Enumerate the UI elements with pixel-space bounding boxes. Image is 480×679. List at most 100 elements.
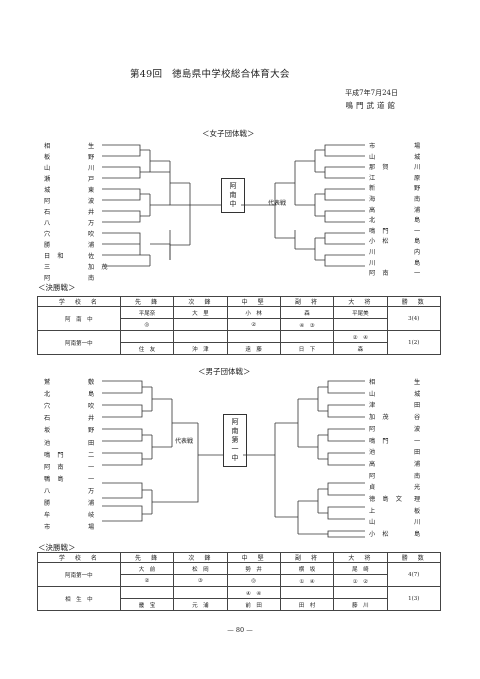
bracket-line — [171, 399, 198, 447]
bracket-line — [102, 166, 150, 179]
player-name: 元 浦 — [173, 598, 228, 611]
girls-champion-box: 阿 南 中 — [221, 178, 245, 213]
team-name-part: 相 — [44, 143, 51, 150]
event-venue: 鳴門武道館 — [345, 101, 398, 110]
team-name-part: 池 — [44, 439, 51, 447]
team-name-part: 鴨 島 — [44, 475, 65, 483]
team-name-part: 勝 — [44, 500, 51, 507]
girls-final-table: 学 校 名先 鋒次 鋒中 堅副 将大 将勝 数阿 南 中平尾奈大 里小 林森平尾… — [37, 296, 442, 355]
win-count: 1(2) — [386, 330, 442, 355]
win-count: 1(3) — [386, 586, 442, 611]
team-name-part: 川 — [369, 249, 376, 256]
team-name-part: 島 — [414, 217, 421, 225]
team-name-part: 浦 — [414, 460, 421, 468]
team-name-part: 佐 — [88, 253, 95, 260]
team-name-part: 波 — [88, 198, 95, 205]
team-name-part: 南 — [414, 196, 421, 203]
team-name-part: 南 — [88, 275, 95, 282]
bracket-line — [102, 505, 152, 522]
girls-rep-label: 代表戦 — [268, 200, 287, 207]
team-name-part: 那 賀 — [369, 164, 390, 172]
team-name-part: 日 和 — [44, 253, 65, 260]
team-name-part: 場 — [414, 143, 421, 150]
team-name-part: 万 — [88, 487, 95, 495]
team-name-part: 川 — [369, 259, 376, 267]
team-name-part: 山 — [44, 165, 51, 172]
team-name-part: 北 — [369, 217, 376, 225]
team-name-part: 阿 — [369, 472, 376, 480]
team-name-part: 島 — [88, 391, 95, 399]
team-name-part: 津 — [369, 402, 376, 410]
team-name-part: 阿 — [44, 198, 51, 205]
team-name-part: 谷 — [414, 414, 421, 422]
bracket-line — [151, 490, 172, 514]
team-name-part: 山 — [369, 519, 376, 527]
bracket-line — [102, 144, 150, 157]
boys-champion-char: 中 — [231, 454, 239, 462]
team-name-part: 浦 — [88, 500, 95, 507]
team-name-part: 敷 — [88, 379, 95, 386]
team-name-part: 吹 — [88, 403, 95, 411]
girls-champion-char: 南 — [229, 191, 237, 199]
team-name-part: 城 — [414, 390, 421, 398]
team-name-part: 野 — [414, 185, 421, 193]
team-name-part: 三 — [44, 264, 51, 271]
bracket-line — [189, 183, 221, 245]
team-name-part: 貞 — [369, 484, 376, 492]
team-name-part: 島 — [414, 531, 421, 539]
team-name-part: 江 — [369, 174, 376, 182]
team-name-part: 坂 — [44, 427, 51, 435]
team-name-part: 島 — [414, 238, 421, 246]
boys-section-title: ＜男子団体戦＞ — [198, 367, 251, 376]
team-name-part: 島 — [414, 259, 421, 267]
team-name-part: 内 — [414, 249, 421, 256]
bracket-line — [315, 210, 365, 223]
team-name-part: 一 — [414, 437, 421, 445]
team-name-part: 井 — [88, 209, 95, 216]
team-name-part: 海 — [369, 196, 376, 203]
team-name-part: 石 — [44, 415, 51, 423]
team-name-part: 相 — [369, 379, 376, 386]
bracket-line — [315, 232, 365, 245]
team-name-part: 田 — [88, 439, 95, 447]
team-name-part: 浦 — [414, 206, 421, 214]
boys-champion-char: 第 — [231, 436, 239, 444]
page-number: — 80 — — [227, 626, 253, 634]
girls-section-title: ＜女子団体戦＞ — [202, 129, 255, 138]
bracket-line — [102, 452, 152, 466]
bracket-line — [298, 387, 319, 411]
bracket-line — [315, 166, 365, 179]
table-row: 住 友沖 津遠 藤日 下森 — [38, 342, 441, 355]
team-name-part: 城 — [44, 187, 51, 194]
bracket-line — [275, 501, 299, 534]
bracket-line — [169, 230, 190, 260]
bracket-line — [295, 194, 316, 216]
team-name-part: 瀬 — [44, 176, 51, 183]
team-name-part: 場 — [88, 524, 95, 532]
bracket-line — [151, 387, 172, 411]
bracket-line — [298, 435, 319, 459]
bracket-line — [243, 423, 276, 517]
bracket-line — [241, 183, 276, 238]
boys-rep-label: 代表戦 — [175, 438, 194, 445]
bracket-line — [102, 188, 150, 201]
school-name: 阿南第一中 — [37, 330, 121, 355]
team-name-part: 波 — [414, 425, 421, 433]
team-name-part: 加 茂 — [88, 264, 109, 271]
team-name-part: 二 — [88, 451, 95, 459]
bracket-line — [315, 254, 365, 267]
team-name-part: 八 — [44, 220, 51, 227]
win-count: 3(4) — [386, 306, 442, 331]
boys-champion-char: 南 — [231, 427, 239, 435]
bracket-line — [149, 150, 170, 173]
team-name-part: 石 — [44, 209, 51, 216]
player-name: 住 友 — [119, 342, 175, 355]
team-name-part: 原 — [414, 174, 421, 182]
bracket-line — [315, 188, 365, 201]
